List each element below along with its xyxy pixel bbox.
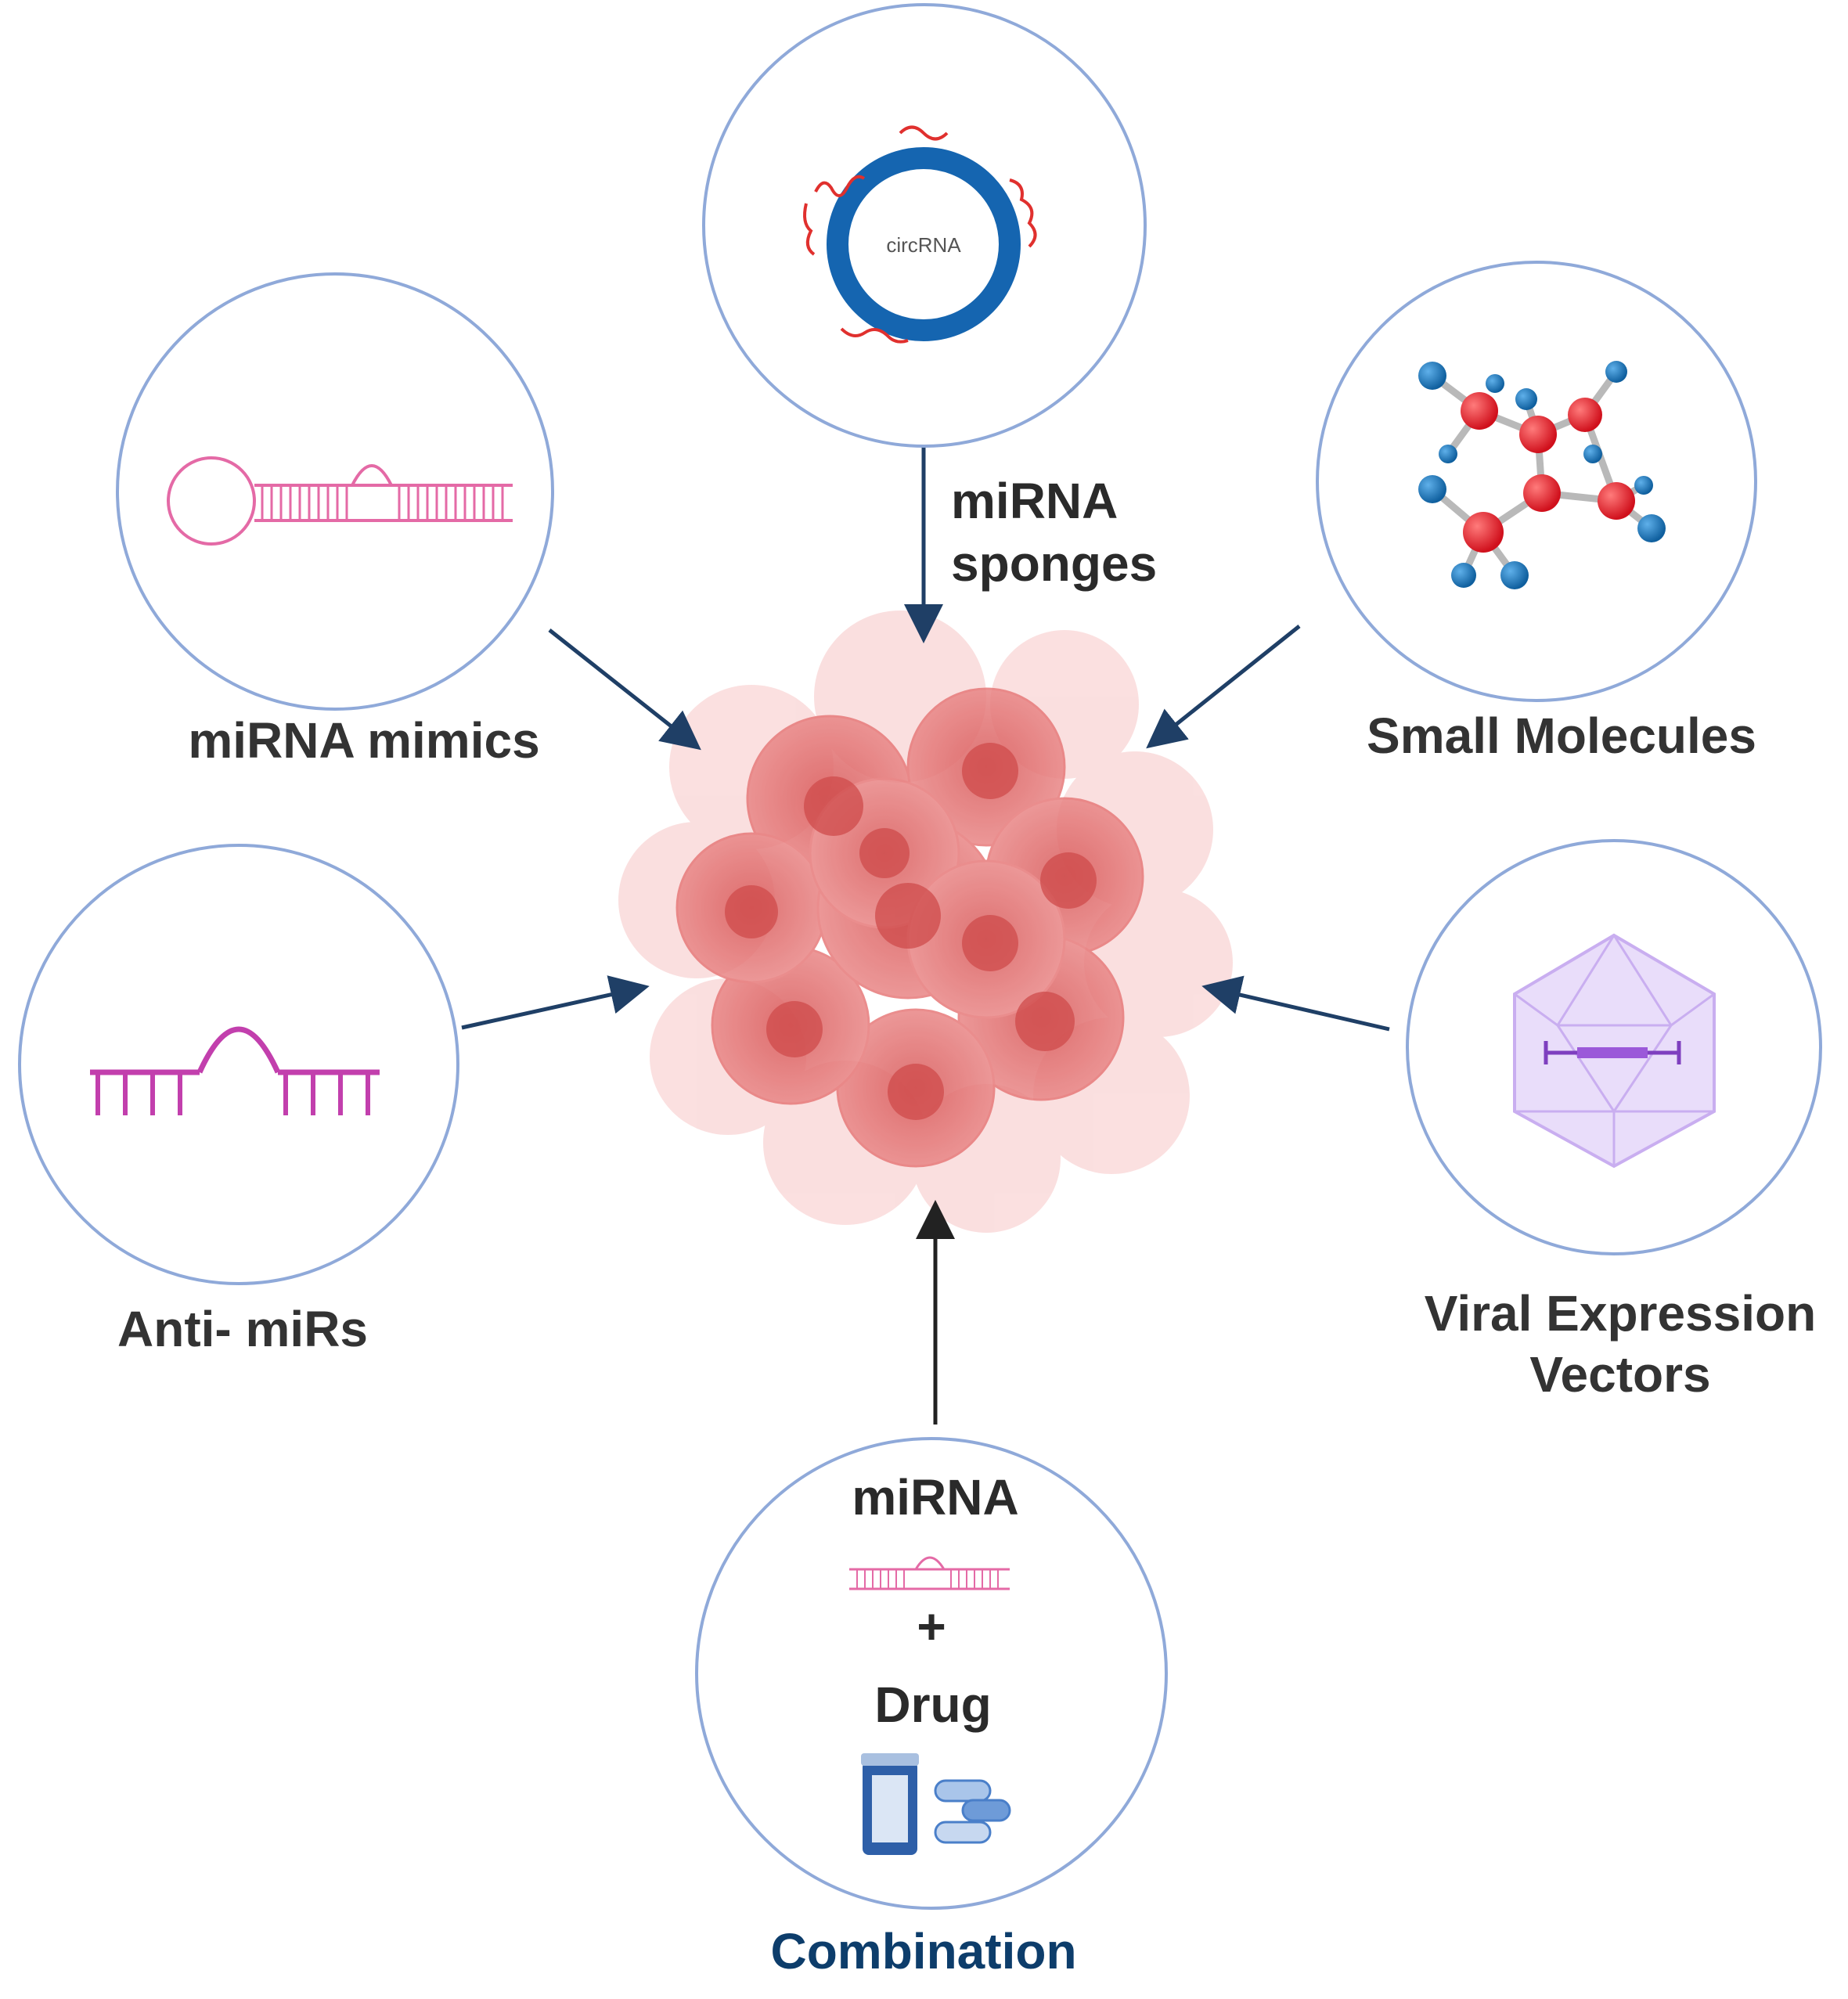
circrna-text: circRNA <box>886 233 961 257</box>
node-small-molecules: Small Molecules <box>1316 261 1757 764</box>
sponges-label-line1: miRNA <box>951 473 1118 529</box>
small-molecules-label: Small Molecules <box>1367 708 1756 764</box>
combination-label: Combination <box>770 1923 1076 1979</box>
tumor-cell-cluster-icon <box>618 611 1233 1233</box>
sponges-label-line2: sponges <box>951 535 1157 592</box>
node-viral: Viral Expression Vectors <box>1406 839 1822 1403</box>
circrna-icon: circRNA <box>803 125 1037 344</box>
anti-mirs-label: Anti- miRs <box>117 1301 368 1357</box>
combination-plus-text: + <box>917 1598 946 1655</box>
viral-label-line1: Viral Expression <box>1425 1285 1816 1342</box>
arrow-small-molecules <box>1146 625 1301 749</box>
combination-mirna-text: miRNA <box>852 1469 1018 1525</box>
arrow-viral <box>1201 975 1390 1032</box>
drug-bottle-icon <box>861 1753 919 1855</box>
node-anti-mirs: Anti- miRs <box>18 844 459 1357</box>
combination-drug-text: Drug <box>874 1677 991 1733</box>
arrow-mimics <box>548 629 701 751</box>
node-mimics: miRNA mimics <box>116 272 554 769</box>
arrow-anti-mirs <box>461 975 650 1030</box>
viral-capsid-icon <box>1513 933 1716 1169</box>
viral-label-line2: Vectors <box>1529 1346 1710 1403</box>
molecule-icon <box>1418 361 1666 589</box>
node-combination: miRNA + Drug Combi <box>695 1437 1168 1979</box>
anti-mir-rna-icon <box>90 1026 380 1115</box>
pills-icon <box>934 1779 1011 1844</box>
node-sponges: circRNA miRNA sponges <box>702 3 1157 592</box>
mimics-label: miRNA mimics <box>188 712 539 769</box>
combination-rna-icon <box>849 1556 1010 1590</box>
hairpin-rna-icon <box>167 456 513 546</box>
